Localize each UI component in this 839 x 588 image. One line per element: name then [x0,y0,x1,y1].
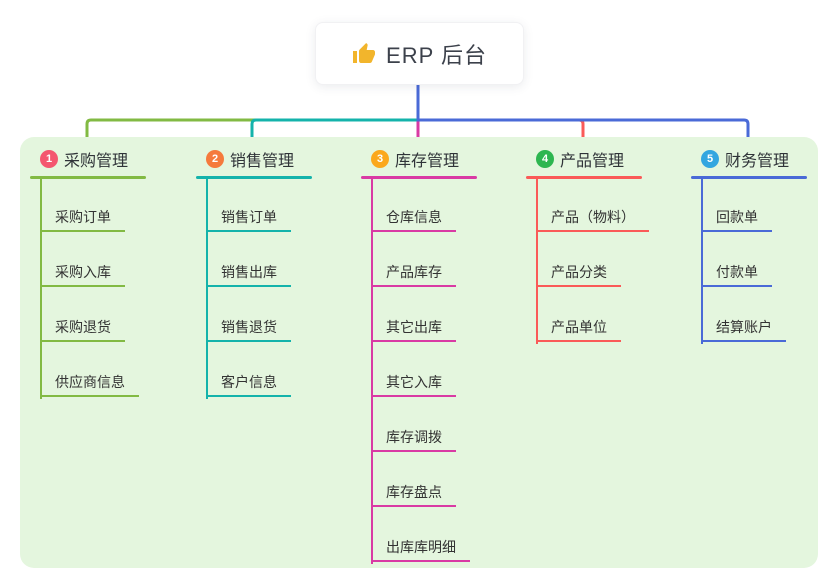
branch-underline [30,176,146,179]
branch-number-badge: 5 [701,150,719,168]
node-receipt-bill[interactable]: 回款单 [701,208,772,232]
branch-underline [691,176,807,179]
node-settlement-account[interactable]: 结算账户 [701,318,786,342]
branches-panel [20,137,818,568]
branch-underline [361,176,477,179]
node-payment-bill[interactable]: 付款单 [701,263,772,287]
node-purchase-order[interactable]: 采购订单 [40,208,125,232]
root-node[interactable]: ERP 后台 [315,22,524,85]
branch-product-title[interactable]: 4 产品管理 [526,147,624,171]
node-product-category[interactable]: 产品分类 [536,263,621,287]
node-purchase-return[interactable]: 采购退货 [40,318,125,342]
node-stock-transfer[interactable]: 库存调拨 [371,428,456,452]
root-title: ERP 后台 [386,42,487,68]
branch-spine [371,178,373,564]
branch-underline [526,176,642,179]
node-customer-info[interactable]: 客户信息 [206,373,291,397]
branch-inventory-title[interactable]: 3 库存管理 [361,147,459,171]
thumbs-up-icon [353,42,376,63]
node-stock-taking[interactable]: 库存盘点 [371,483,456,507]
node-sales-order[interactable]: 销售订单 [206,208,291,232]
branch-number-badge: 2 [206,150,224,168]
branch-finance-title[interactable]: 5 财务管理 [691,147,789,171]
node-warehouse-info[interactable]: 仓库信息 [371,208,456,232]
node-supplier-info[interactable]: 供应商信息 [40,373,139,397]
node-sales-outbound[interactable]: 销售出库 [206,263,291,287]
branch-spine [40,178,42,399]
branch-title-label: 财务管理 [725,153,790,170]
branch-title-label: 库存管理 [395,153,460,170]
branch-spine [536,178,538,344]
node-product-unit[interactable]: 产品单位 [536,318,621,342]
node-other-inbound[interactable]: 其它入库 [371,373,456,397]
branch-number-badge: 4 [536,150,554,168]
branch-title-label: 产品管理 [560,153,625,170]
branch-number-badge: 3 [371,150,389,168]
node-other-outbound[interactable]: 其它出库 [371,318,456,342]
node-sales-return[interactable]: 销售退货 [206,318,291,342]
branch-spine [206,178,208,399]
node-outbound-detail[interactable]: 出库库明细 [371,538,470,562]
node-purchase-inbound[interactable]: 采购入库 [40,263,125,287]
node-product-stock[interactable]: 产品库存 [371,263,456,287]
node-product-material[interactable]: 产品（物料） [536,208,649,232]
branch-underline [196,176,312,179]
branch-number-badge: 1 [40,150,58,168]
branch-sales-title[interactable]: 2 销售管理 [196,147,294,171]
branch-title-label: 销售管理 [230,153,295,170]
branch-purchase-title[interactable]: 1 采购管理 [30,147,128,171]
branch-title-label: 采购管理 [64,153,129,170]
branch-spine [701,178,703,344]
